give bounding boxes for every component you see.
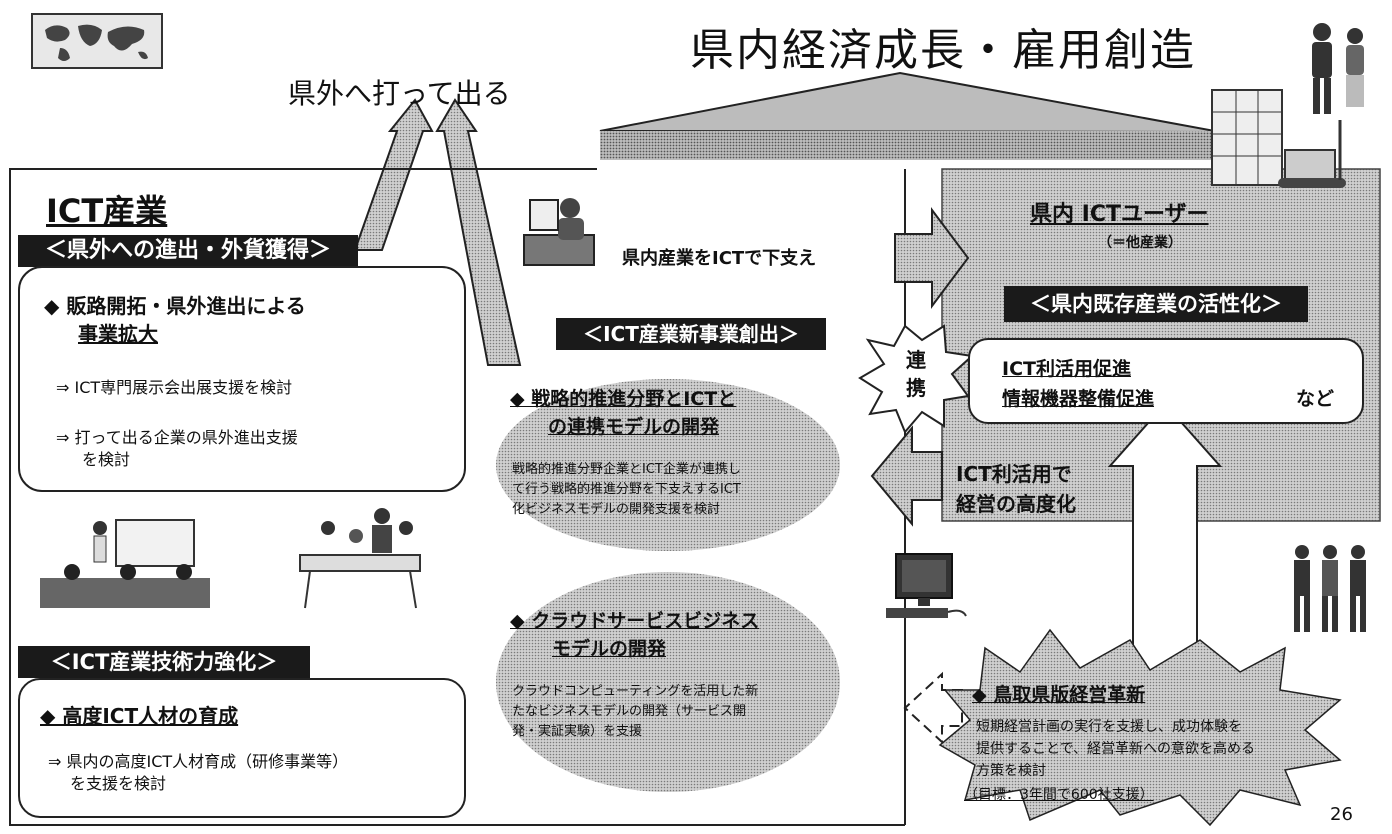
talent-heading: ◆ 高度ICT人材の育成 [40, 704, 239, 728]
talent-item-line1: ⇒ 県内の高度ICT人材育成（研修事業等） [48, 752, 349, 771]
outward-label: 県外へ打って出る [288, 77, 511, 110]
new-business-label: ＜ICT産業新事業創出＞ [556, 318, 826, 350]
sales-panel [18, 266, 466, 492]
strategic-body-line1: 戦略的推進分野企業とICT企業が連携し [512, 462, 741, 477]
promo-line1: ICT利活用促進 [1002, 358, 1131, 380]
tottori-body-line3: 方策を検討 [976, 763, 1046, 779]
business-people-icon [1294, 545, 1366, 632]
dashed-arrow [903, 671, 963, 745]
tottori-body-line2: 提供することで、経営革新への意欲を高める [976, 741, 1256, 757]
promo-etc: など [1296, 388, 1335, 410]
tech-label: ＜ICT産業技術力強化＞ [18, 646, 310, 678]
talent-item-line2: を支援を検討 [70, 774, 167, 793]
overseas-label: ＜県外への進出・外貨獲得＞ [18, 235, 358, 267]
sales-item1: ⇒ ICT専門展示会出展支援を検討 [56, 378, 293, 397]
promo-line2: 情報機器整備促進 [1002, 388, 1155, 410]
user-heading: 県内 ICTユーザー [1030, 202, 1209, 227]
cloud-body-line3: 発・実証実験）を支援 [512, 724, 643, 739]
strategic-heading-line2: の連携モデルの開発 [548, 416, 720, 438]
strategic-body-line3: 化ビジネスモデルの開発支援を検討 [512, 502, 721, 517]
strategic-ellipse [496, 379, 840, 551]
people-icon [1312, 23, 1364, 114]
sales-item2-line2: を検討 [82, 450, 131, 469]
mgmt-line2: 経営の高度化 [956, 492, 1076, 516]
sales-heading-line1: ◆ 販路開拓・県外進出による [44, 294, 306, 318]
strategic-heading-line1: ◆ 戦略的推進分野とICTと [510, 388, 737, 410]
support-arrow [894, 207, 970, 309]
page-title: 県内経済成長・雇用創造 [690, 25, 1196, 76]
world-map-icon [31, 13, 163, 69]
cloud-body-line2: たなビジネスモデルの開発（サービス開 [512, 704, 747, 719]
presentation-icon [40, 519, 210, 608]
renkei-starburst [858, 324, 975, 434]
cloud-heading-line2: モデルの開発 [552, 638, 667, 660]
meeting-icon [299, 508, 421, 609]
cloud-heading-line1: ◆ クラウドサービスビジネス [510, 610, 760, 632]
promo-panel [968, 338, 1364, 424]
desktop-computer-icon [886, 553, 967, 618]
outward-arrow-right [435, 98, 522, 366]
forklift-icon [1278, 120, 1346, 188]
renkei-char2: 携 [906, 376, 926, 400]
talent-panel [18, 678, 466, 818]
computer-user-icon [523, 198, 595, 266]
cloud-body-line1: クラウドコンピューティングを活用した新 [512, 684, 759, 699]
office-building-icon [1211, 89, 1283, 186]
mgmt-arrow [870, 425, 943, 527]
page-number: 26 [1330, 804, 1353, 825]
outward-arrow-left [353, 98, 434, 251]
tottori-body-line1: 短期経営計画の実行を支援し、成功体験を [976, 719, 1242, 735]
tottori-heading: ◆ 鳥取県版経営革新 [972, 684, 1146, 706]
strategic-body-line2: て行う戦略的推進分野を下支えするICT [512, 482, 741, 497]
revival-label: ＜県内既存産業の活性化＞ [1004, 286, 1308, 322]
support-text: 県内産業をICTで下支え [622, 248, 817, 269]
mgmt-line1: ICT利活用で [956, 462, 1072, 486]
sales-item2-line1: ⇒ 打って出る企業の県外進出支援 [56, 428, 298, 447]
renkei-char1: 連 [906, 348, 926, 372]
user-sub: （＝他産業） [1098, 235, 1182, 251]
ict-industry-heading: ICT産業 [46, 192, 168, 230]
tottori-starburst [938, 628, 1342, 827]
cloud-ellipse [496, 572, 840, 792]
sales-heading-line2: 事業拡大 [78, 322, 158, 346]
tottori-target: （目標：3年間で600社支援） [964, 787, 1154, 803]
